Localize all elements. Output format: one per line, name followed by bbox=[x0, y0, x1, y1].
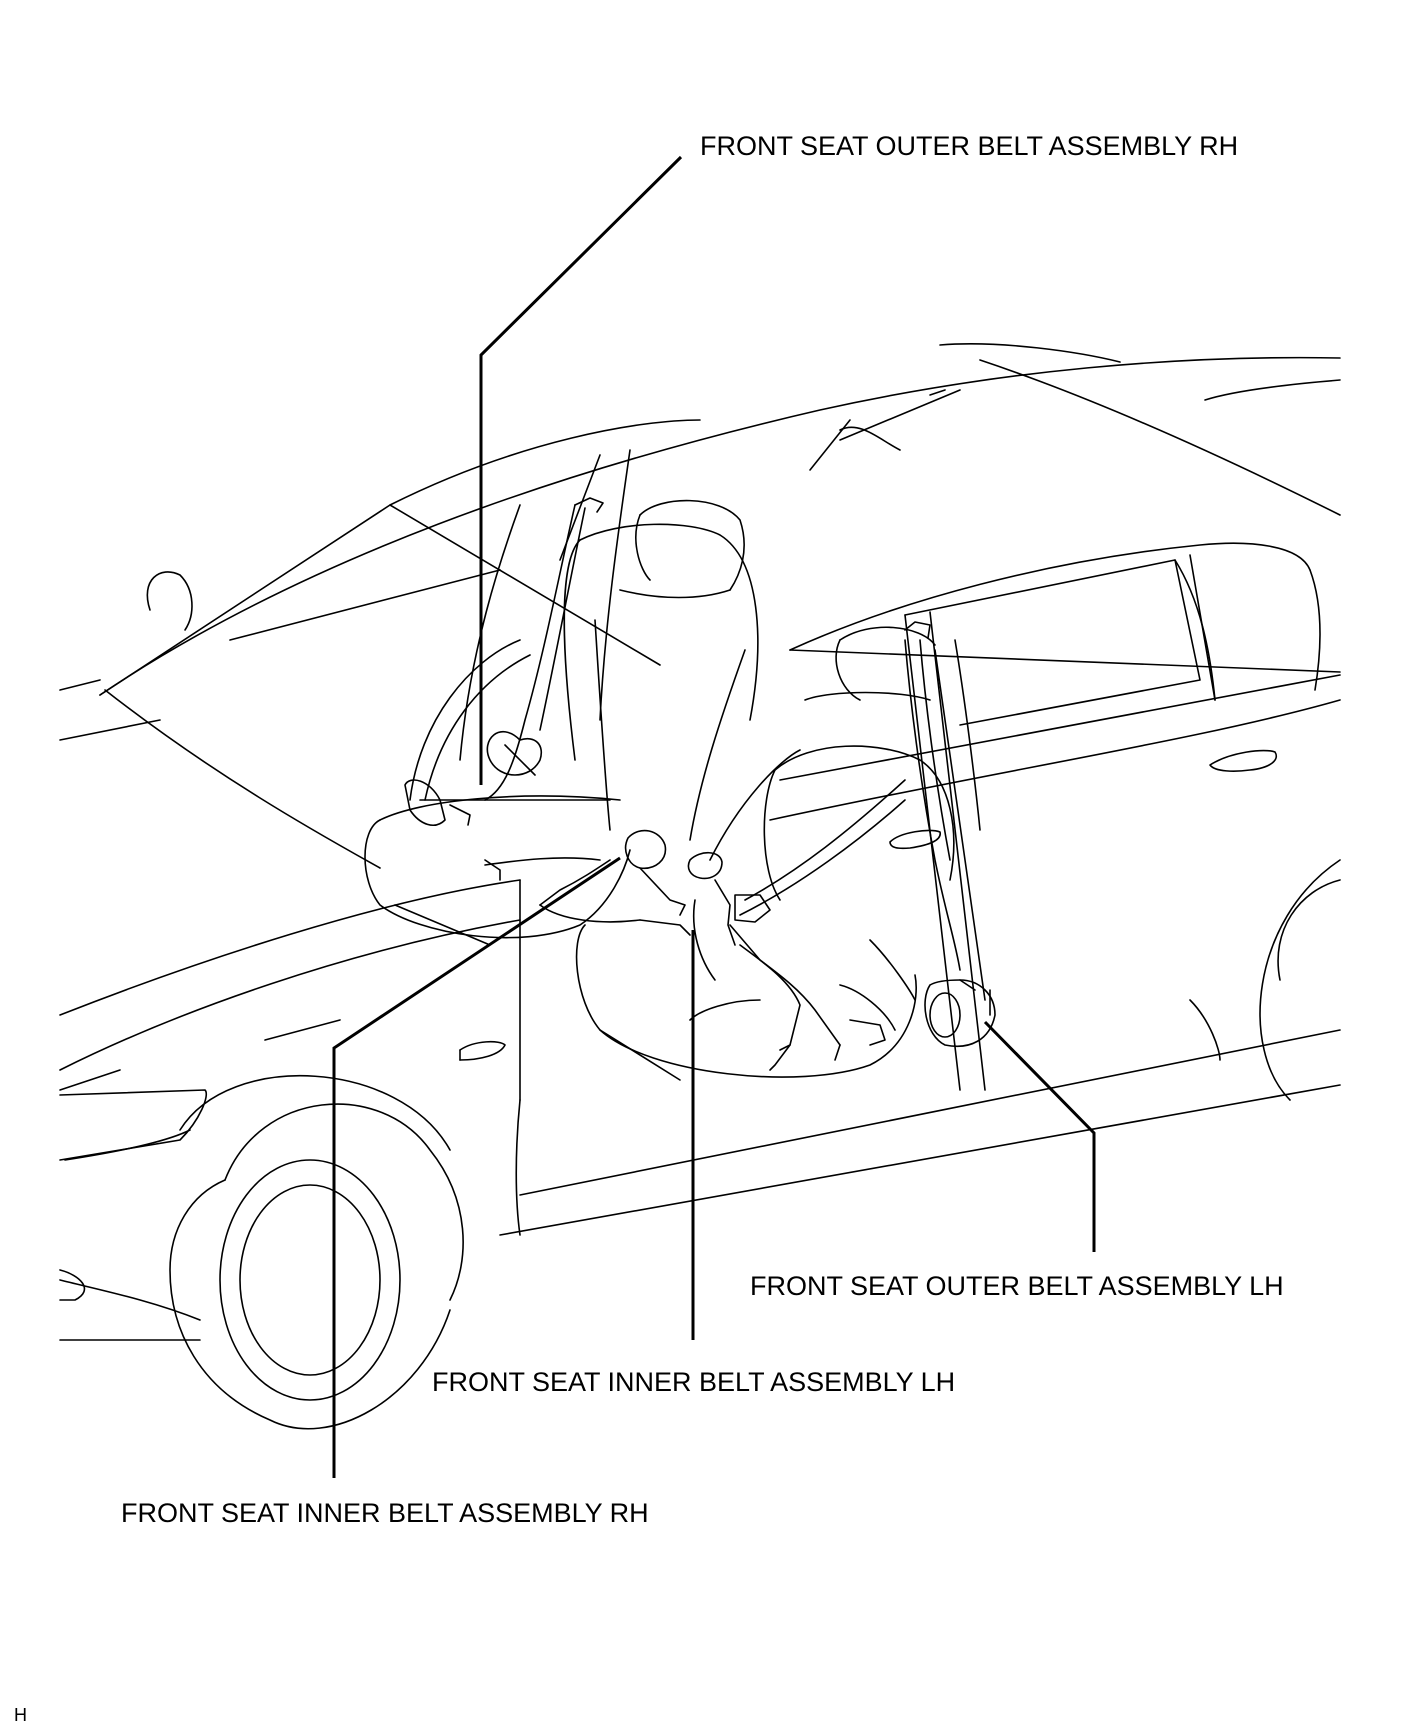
car-body-outline bbox=[59, 343, 1341, 1430]
leader-outer-lh bbox=[983, 1020, 1096, 1252]
label-front-seat-inner-belt-rh: FRONT SEAT INNER BELT ASSEMBLY RH bbox=[121, 1498, 649, 1528]
leader-inner-rh bbox=[332, 856, 621, 1478]
leader-outer-rh bbox=[479, 155, 683, 785]
label-front-seat-outer-belt-rh: FRONT SEAT OUTER BELT ASSEMBLY RH bbox=[700, 131, 1239, 161]
label-front-seat-inner-belt-lh: FRONT SEAT INNER BELT ASSEMBLY LH bbox=[432, 1367, 956, 1397]
figure-code: H bbox=[14, 1705, 27, 1725]
label-front-seat-outer-belt-lh: FRONT SEAT OUTER BELT ASSEMBLY LH bbox=[750, 1271, 1284, 1301]
leader-lines bbox=[332, 155, 1096, 1478]
